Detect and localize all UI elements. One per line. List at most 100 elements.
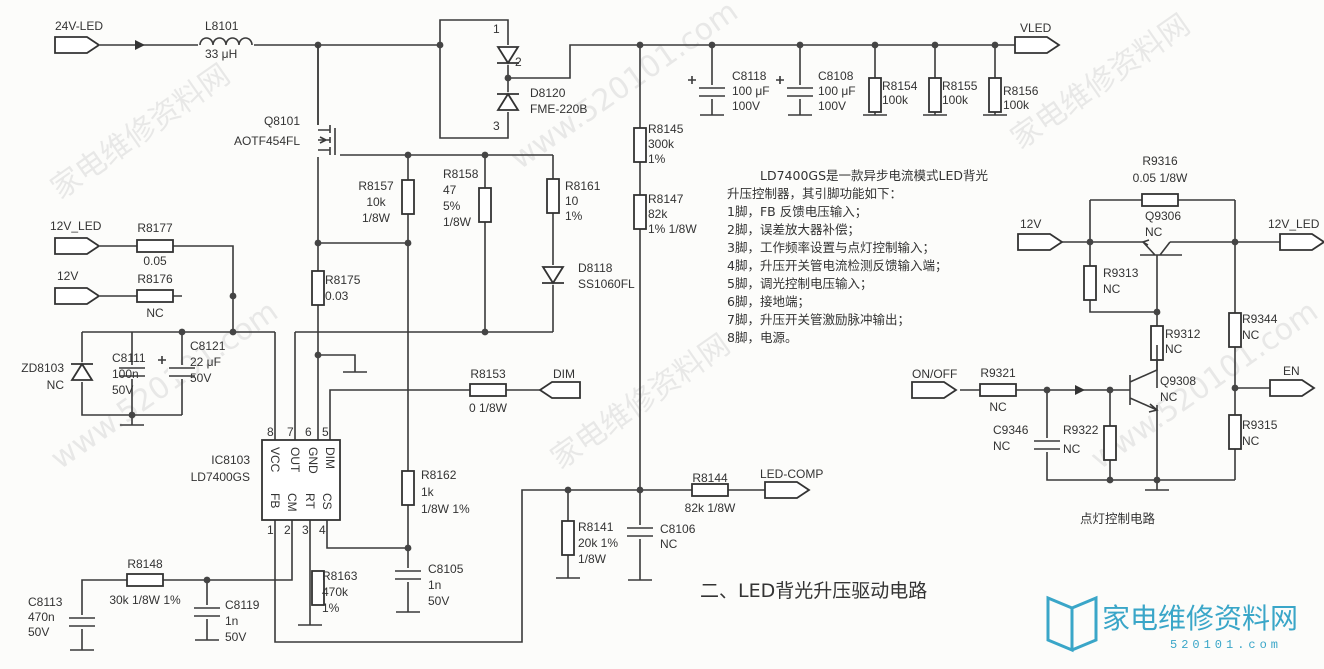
label-r8144: R8144 [692,471,728,485]
capacitor-icon [69,617,95,627]
label-c8118: 100 μF [732,84,770,98]
port-label: EN [1283,364,1300,378]
resistor-icon [126,573,164,587]
label-r8147: 82k [648,207,668,221]
junction-dot [314,239,322,247]
junction-dot [636,486,644,494]
junction-dot [1043,386,1051,394]
label-d8118: D8118 [578,261,613,275]
junction-dot [314,351,322,359]
ic-pin-name: GND [306,447,320,474]
label-r8153: R8153 [470,367,506,381]
label-r8154: R8154 [882,79,918,93]
label-zd8103: ZD8103 [21,361,64,375]
label-c8105: 50V [428,594,449,608]
port-label: 12V [1020,217,1041,231]
site-logo: 家电维修资料网 520101.com [1046,595,1298,653]
port-label: 12V_LED [1268,217,1320,231]
watermark-text: www.520101.com [45,294,285,477]
label-l8101: L8101 [205,19,239,33]
resistor-icon [633,194,647,230]
label-r8153: 0 1/8W [469,401,508,415]
label-r8176: R8176 [137,272,173,286]
label-r8147: 1% 1/8W [648,222,697,236]
resistor-icon [1141,193,1179,207]
label-r8141: R8141 [578,520,614,534]
flow-arrow-icon [1075,385,1085,395]
label-r8163: R8163 [322,569,358,583]
ic-pin-number: 8 [267,425,274,439]
resistor-icon [691,483,729,497]
logo-name: 家电维修资料网 [1102,602,1298,635]
label-r8154: 100k [882,93,909,107]
label-c8119: C8119 [225,598,260,612]
diagram-title: 二、LED背光升压驱动电路 [700,580,927,602]
label-c8105: C8105 [428,562,464,576]
wire [1046,390,1235,481]
ic-pin-name: DIM [323,447,337,469]
note-line: 7脚，升压开关管激励脉冲输出； [727,312,910,327]
label-r8162: 1/8W 1% [421,502,470,516]
label-r8177: R8177 [137,221,173,235]
label-r8176: NC [146,306,164,320]
components [54,36,1324,651]
polarized-capacitor-icon [787,87,813,97]
resistor-icon [478,187,492,223]
label-c9346: C9346 [993,423,1029,437]
note-line: 8脚，电源。 [727,330,797,345]
resistor-icon [868,77,882,113]
label-r8161: R8161 [565,179,601,193]
label-r9322: NC [1063,442,1081,456]
label-c8108: C8108 [818,69,854,83]
junction-dot [708,41,716,49]
label-c8108: 100 μF [818,84,856,98]
label-r8155: R8155 [942,79,978,93]
ic-pin-number: 4 [319,523,326,537]
port-connector-ledcomp [764,481,811,499]
note-line: 5脚，调光控制电压输入； [727,276,872,291]
label-c8121: 50V [190,371,211,385]
pnp-transistor-icon [1140,239,1182,256]
label-r9313: R9313 [1103,266,1139,280]
junction-dot [636,41,644,49]
resistor-icon [136,239,174,253]
label-q9306: Q9306 [1145,209,1181,223]
book-logo-icon [1046,595,1098,653]
label-r9316: 0.05 1/8W [1133,171,1188,185]
port-connector-in24 [54,36,101,54]
note-line: 4脚，升压开关管电流检测反馈输入端； [727,258,947,273]
capacitor-icon [627,527,653,537]
label-c8118: 100V [732,99,760,113]
label-r8147: R8147 [648,192,684,206]
port-label: LED-COMP [760,467,823,481]
wire [318,354,356,372]
junction-dot [796,41,804,49]
port-label: ON/OFF [912,367,957,381]
resistor-icon [136,289,174,303]
label-d8120: FME-220B [530,102,587,116]
polarized-capacitor-icon [699,87,725,97]
junction-dot [229,292,237,300]
label-r8163: 1% [322,601,340,615]
junction-dot [1153,308,1161,316]
label-q9308: NC [1160,390,1178,404]
port-label: 12V_LED [50,219,102,233]
port-connector-v12led [54,237,101,255]
resistor-icon [546,178,560,214]
ic-pin-name: CS [320,493,334,510]
port-connector-onoff [911,381,958,399]
wire [508,44,1025,79]
label-c9346: NC [993,439,1011,453]
junction-dot [436,41,444,49]
resistor-icon [928,77,942,113]
junction-dot [1086,238,1094,246]
label-c8118: C8118 [732,69,767,83]
ic-pin-name: RT [303,493,317,509]
note-line: 6脚，接地端； [727,294,810,309]
wire [329,389,540,440]
label-r8162: R8162 [421,468,457,482]
junction-dot [404,239,412,247]
resistor-icon [311,270,325,306]
label-c8119: 1n [225,614,238,628]
